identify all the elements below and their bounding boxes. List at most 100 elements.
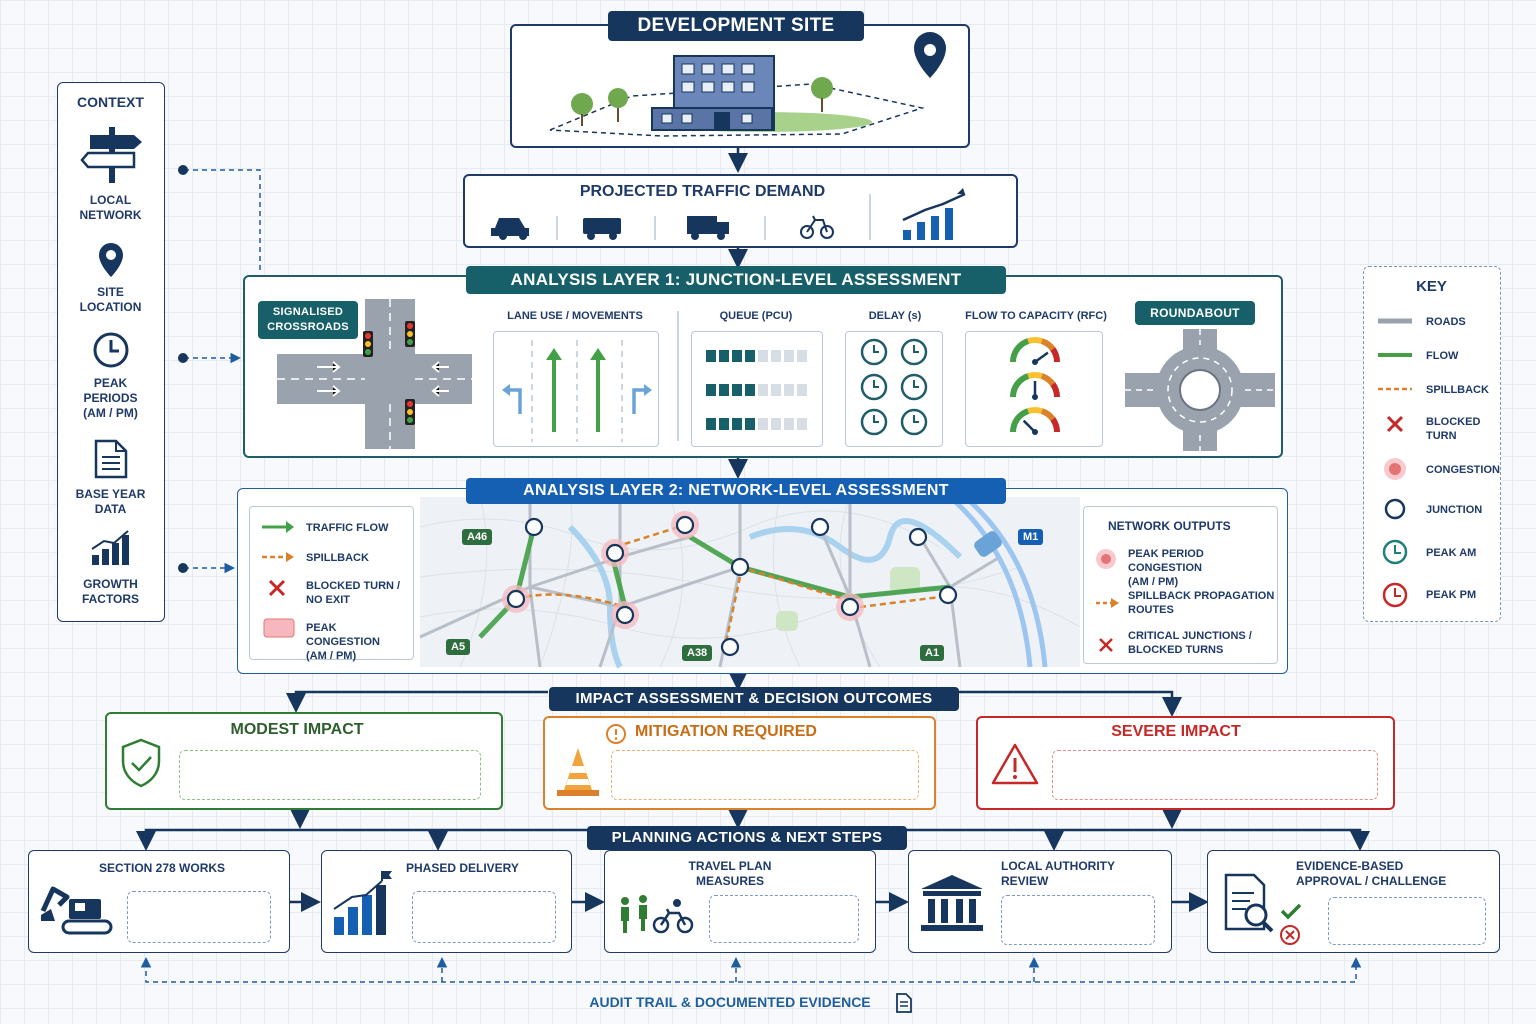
step-local-authority-placeholder [1001,895,1155,945]
queue-cell [719,418,729,430]
network-outputs: NETWORK OUTPUTS PEAK PERIOD CONGESTION (… [1083,506,1278,664]
queue-cell [797,418,807,430]
roundabout-illustration [1125,329,1275,451]
phased-bars-icon [333,871,392,935]
queue-cell [732,350,742,362]
junction-node [524,517,544,537]
junction-node [605,543,625,563]
modest-impact-panel: MODEST IMPACT [105,712,503,810]
severe-impact-placeholder [1052,750,1378,800]
key-peak-am: PEAK AM [1426,547,1477,559]
planning-title: PLANNING ACTIONS & NEXT STEPS [587,826,907,850]
output-spillback-routes: SPILLBACK PROPAGATION ROUTES [1128,590,1275,616]
road-label-a46: A46 [462,529,493,545]
delay-title: DELAY (s) [868,310,922,322]
clock-icon [93,332,129,368]
layer2-panel: A46 A5 A38 A1 M1 TRAFFIC FLOW SPILLBACK … [237,488,1288,674]
delay-clock-icons [860,338,928,436]
queue-cell [771,418,781,430]
context-growth-factors: GROWTH FACTORS [81,577,140,606]
layer1-title: ANALYSIS LAYER 1: JUNCTION-LEVEL ASSESSM… [466,266,1006,294]
signalised-crossroads-label: SIGNALISED CROSSROADS [258,301,358,339]
queue-cell [797,350,807,362]
development-site-title: DEVELOPMENT SITE [608,11,864,41]
key-roads: ROADS [1426,316,1466,328]
gauge-segment [1050,417,1060,433]
queue-cell [758,350,768,362]
queue-cell [719,384,729,396]
lane-movement-arrows [502,340,652,442]
queue-title: QUEUE (PCU) [719,310,793,322]
roundabout-label: ROUNDABOUT [1135,301,1255,325]
layer1-divider [677,311,679,441]
key-symbols [1378,318,1412,608]
rfc-gauges [1010,337,1060,435]
junction-node [615,605,635,625]
queue-cell [784,384,794,396]
growth-chart-icon [91,530,129,565]
context-peak-periods: PEAK PERIODS (AM / PM) [83,376,138,420]
clock-icon [860,408,888,436]
context-panel: CONTEXT LOCAL NETWORK SITE LOCATION PEAK… [57,82,165,622]
mitigation-title: MITIGATION REQUIRED [635,723,817,740]
legend-peak-congestion: PEAK CONGESTION (AM / PM) [306,622,380,662]
legend-spillback: SPILLBACK [306,552,369,564]
queue-cell [771,350,781,362]
queue-cell [732,384,742,396]
step-local-authority-label: LOCAL AUTHORITY REVIEW [1001,859,1115,888]
development-site-panel [510,24,970,148]
step-evidence-approval-label: EVIDENCE-BASED APPROVAL / CHALLENGE [1296,859,1447,888]
road-label-a38: A38 [682,645,713,661]
queue-cell [758,418,768,430]
audit-document-icon [896,993,912,1013]
step-section-278-label: SECTION 278 WORKS [99,861,226,875]
queue-bars [706,350,807,430]
key-peak-pm: PEAK PM [1426,589,1477,601]
key-panel: KEY ROADS FLOW SPILLBACK BLOCKED TURN CO… [1363,266,1501,622]
step-section-278: SECTION 278 WORKS [28,850,290,953]
key-spillback: SPILLBACK [1426,384,1489,396]
output-critical-junctions: CRITICAL JUNCTIONS / BLOCKED TURNS [1128,630,1252,656]
junction-node [908,527,928,547]
step-travel-plan-placeholder [709,895,859,943]
road-label-a1: A1 [920,645,945,661]
delay-card [845,331,943,447]
queue-cell [784,350,794,362]
queue-cell [732,418,742,430]
mitigation-placeholder [611,750,919,800]
junction-node [675,515,695,535]
key-title: KEY [1416,278,1447,295]
rfc-title: FLOW TO CAPACITY (RFC) [965,310,1107,322]
network-outputs-title: NETWORK OUTPUTS [1108,519,1231,533]
layer2-title: ANALYSIS LAYER 2: NETWORK-LEVEL ASSESSME… [466,478,1006,504]
excavator-icon [40,886,113,935]
step-evidence-approval: EVIDENCE-BASED APPROVAL / CHALLENGE [1207,850,1500,953]
traffic-cone-icon [557,748,599,796]
queue-cell [797,384,807,396]
signalised-crossroads-illustration [277,299,472,449]
step-evidence-approval-placeholder [1328,897,1486,945]
clock-icon [900,408,928,436]
legend-symbols [262,521,295,638]
context-base-year-data: BASE YEAR DATA [75,487,146,516]
vehicle-icons [491,188,966,240]
queue-cell [706,384,716,396]
queue-cell [745,418,755,430]
junction-node [840,597,860,617]
traffic-demand-panel: PROJECTED TRAFFIC DEMAND [463,174,1018,248]
step-phased-delivery: PHASED DELIVERY [321,850,572,953]
traffic-demand-title: PROJECTED TRAFFIC DEMAND [579,183,826,200]
government-building-icon [921,875,983,931]
alert-circle-icon [606,724,626,744]
queue-cell [719,350,729,362]
clock-icon [860,338,888,366]
output-peak-congestion: PEAK PERIOD CONGESTION (AM / PM) [1128,548,1204,588]
document-search-icon [1224,873,1302,945]
step-section-278-placeholder [127,891,271,943]
key-congestion: CONGESTION [1426,464,1500,476]
queue-cell [745,384,755,396]
queue-card [691,331,823,447]
severe-impact-panel: SEVERE IMPACT [976,716,1395,810]
junction-node [506,589,526,609]
